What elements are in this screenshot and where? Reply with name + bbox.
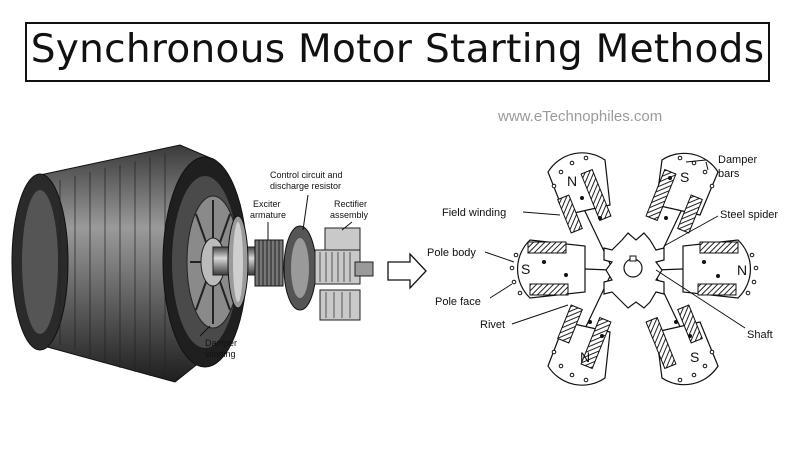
field-winding-label: Field winding <box>442 207 506 219</box>
pole-letter-bottom-right: S <box>690 349 699 365</box>
exciter-label-2: armature <box>250 210 286 220</box>
damper-bars-label-2: bars <box>718 168 740 180</box>
title-box: Synchronous Motor Starting Methods <box>25 22 770 82</box>
pole-top-left <box>547 152 612 234</box>
watermark: www.eTechnophiles.com <box>498 108 663 125</box>
control-circuit-label-2: discharge resistor <box>270 181 341 191</box>
pole-right <box>682 239 759 299</box>
rotor-callouts <box>484 159 746 329</box>
control-circuit-label-1: Control circuit and <box>270 170 343 180</box>
rectifier-label-1: Rectifier <box>334 199 367 209</box>
damper-bars-label-1: Damper <box>718 154 757 166</box>
rivet-label: Rivet <box>480 319 505 331</box>
pole-letter-top-left: N <box>567 173 577 189</box>
arrow-right-icon <box>387 252 427 290</box>
motor-callouts <box>199 194 353 337</box>
shaft-label: Shaft <box>747 329 773 341</box>
steel-spider-label: Steel spider <box>720 209 778 221</box>
motor-illustration <box>11 144 374 383</box>
damper-winding-label-1: Damper <box>205 338 237 348</box>
pole-body-label: Pole body <box>427 247 476 259</box>
exciter-label-1: Exciter <box>253 199 281 209</box>
pole-letter-left: S <box>521 261 530 277</box>
pole-left <box>509 239 586 299</box>
pole-letter-right: N <box>737 262 747 278</box>
pole-top-right <box>645 152 719 234</box>
pole-letter-top-right: S <box>680 169 689 185</box>
damper-winding-label-2: winding <box>204 349 236 359</box>
pole-letter-bottom-left: N <box>580 349 590 365</box>
pole-face-label: Pole face <box>435 296 481 308</box>
pole-bottom-right <box>645 304 719 386</box>
rectifier-label-2: assembly <box>330 210 369 220</box>
rotor-cross-section: N S N S N S <box>509 152 759 386</box>
page-title: Synchronous Motor Starting Methods <box>30 27 765 72</box>
pole-bottom-left <box>547 304 612 386</box>
